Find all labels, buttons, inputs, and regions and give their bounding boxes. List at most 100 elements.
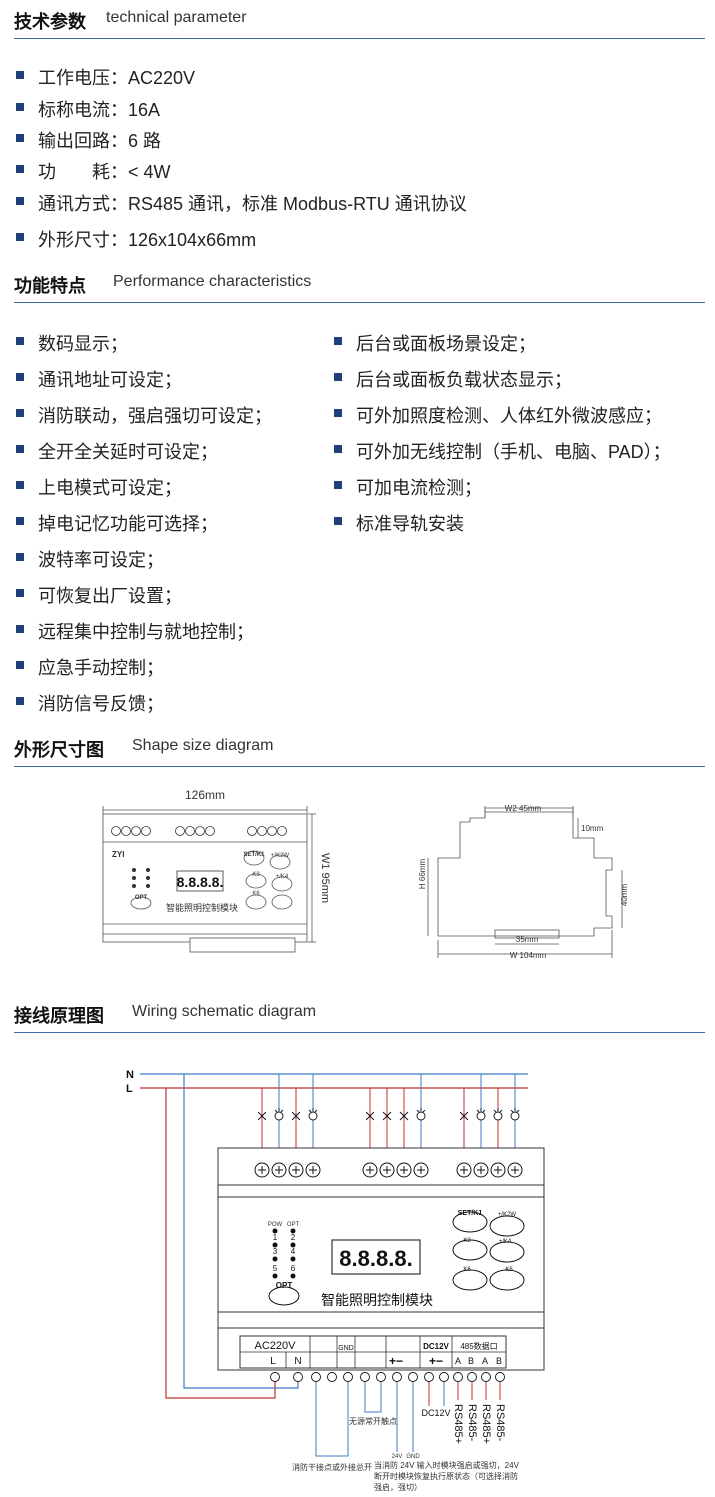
dim-w: W 104mm	[510, 951, 547, 960]
svg-text:+−: +−	[429, 1354, 443, 1368]
section-title-en: technical parameter	[106, 9, 247, 26]
num-label: 2	[291, 1233, 296, 1242]
dim-h: H 66mm	[418, 859, 427, 890]
num-label: 5	[273, 1264, 278, 1273]
rs485-label: RS485-	[494, 1404, 506, 1442]
opt-small-label: OPT	[287, 1222, 300, 1228]
spec-item: 工作电压：AC220V	[15, 64, 195, 90]
feature-item: 后台或面板场景设定；	[334, 330, 536, 356]
dim-w2: W2 45mm	[505, 804, 542, 813]
ab-label: B	[468, 1356, 474, 1366]
shape-size-diagram: 126mm W1 95mm ZYI 8.8.8.8. 智能照明控制模块 SET/…	[102, 788, 629, 960]
btn-k2w-label: +/K2W	[271, 853, 290, 859]
dim-width-label: 126mm	[185, 788, 225, 802]
dim-40mm: 40mm	[620, 884, 629, 907]
module-body	[217, 1147, 545, 1371]
feature-item: 标准导轨安装	[334, 510, 464, 536]
feature-item: 消防联动，强启强切可设定；	[16, 402, 272, 428]
fire-24v-note: 强启，强切）	[374, 1482, 422, 1492]
section-title-en: Performance characteristics	[113, 273, 312, 290]
btn-k2w-label: +/K2W	[498, 1212, 517, 1218]
spec-item: 通讯方式：RS485 通讯，标准 Modbus-RTU 通讯协议	[16, 190, 467, 216]
module-name: 智能照明控制模块	[321, 1292, 433, 1308]
rs485-port-label: 485数据口	[460, 1341, 497, 1351]
rs485-label: RS485-	[466, 1404, 478, 1442]
side-view	[427, 806, 623, 958]
btn-k3-label: K3	[252, 872, 260, 878]
feature-item: 通讯地址可设定；	[16, 366, 182, 392]
gnd-small-label: GND	[406, 1454, 420, 1460]
feature-item: 可加电流检测；	[334, 474, 482, 500]
spec-item: 标称电流：16A	[15, 96, 160, 122]
section-header-tech: 技术参数 technical parameter	[14, 8, 705, 39]
feature-item: 应急手动控制；	[16, 654, 164, 680]
spec-item: 输出回路：6 路	[15, 127, 161, 153]
num-label: 3	[273, 1247, 278, 1256]
feature-item: 波特率可设定；	[16, 546, 164, 572]
section-title-cn: 技术参数	[14, 12, 86, 32]
rs485-label: RS485+	[452, 1404, 464, 1444]
pow-label: POW	[268, 1222, 283, 1228]
fire-24v-note: 当消防 24V 输入时模块强启或强切，24V	[374, 1460, 520, 1470]
fire-24v-note: 断开时模块恢复执行原状态（可选择消防	[374, 1471, 518, 1481]
section-title-cn: 功能特点	[14, 276, 86, 296]
num-label: 4	[291, 1247, 296, 1256]
dc12v-wire-label: DC12V	[421, 1408, 450, 1418]
device-name: 智能照明控制模块	[166, 902, 238, 913]
feature-item: 全开全关延时可设定；	[16, 438, 218, 464]
feature-item: 后台或面板负载状态显示；	[334, 366, 572, 392]
feature-item: 可外加无线控制（手机、电脑、PAD）；	[334, 438, 671, 464]
dim-height-label: W1 95mm	[319, 853, 331, 903]
section-header-wiring: 接线原理图 Wiring schematic diagram	[14, 1002, 705, 1033]
feature-item: 可恢复出厂设置；	[16, 582, 182, 608]
section-header-perf: 功能特点 Performance characteristics	[14, 272, 705, 303]
wiring-diagram: N L	[126, 1069, 545, 1492]
num-label: 6	[291, 1264, 296, 1273]
ab-label: B	[496, 1356, 502, 1366]
section-title-cn: 外形尺寸图	[14, 740, 104, 760]
btn-opt-label: OPT	[135, 895, 148, 901]
bus-l-label: L	[126, 1083, 133, 1095]
section-header-shape: 外形尺寸图 Shape size diagram	[14, 736, 705, 767]
feature-item: 消防信号反馈；	[16, 690, 164, 716]
btn-k6b-label: K6	[505, 1267, 513, 1273]
section-title-cn: 接线原理图	[14, 1006, 104, 1026]
section-title-en: Shape size diagram	[132, 737, 274, 754]
ab-label: A	[482, 1356, 488, 1366]
feature-item: 远程集中控制与就地控制；	[16, 618, 254, 644]
ac220v-label: AC220V	[255, 1340, 297, 1352]
display-digits: 8.8.8.8.	[177, 874, 224, 890]
btn-set-label: SET/K1	[243, 852, 265, 858]
fire-contact-note: 消防干接点或外接总开	[292, 1462, 372, 1472]
bus-n-label: N	[126, 1069, 134, 1081]
dry-contact-note: 无源常开触点	[349, 1416, 397, 1426]
btn-set-label: SET/K1	[458, 1210, 483, 1217]
opt-label: OPT	[276, 1281, 293, 1290]
spec-item: 外形尺寸：126x104x66mm	[15, 226, 256, 252]
num-label: 1	[273, 1233, 278, 1242]
dim-35mm: 35mm	[516, 935, 539, 944]
v24-label: 24V	[392, 1454, 403, 1460]
front-view	[102, 806, 316, 953]
feature-item: 可外加照度检测、人体红外微波感应；	[334, 402, 662, 428]
btn-k4-label: +/K4	[499, 1239, 512, 1245]
display-digits: 8.8.8.8.	[339, 1246, 412, 1271]
btn-k4-label: +/K4	[276, 874, 289, 880]
ab-label: A	[455, 1356, 461, 1366]
btn-k6-label: K6	[252, 891, 260, 897]
rs485-label: RS485+	[480, 1404, 492, 1444]
section-title-en: Wiring schematic diagram	[132, 1003, 317, 1020]
feature-item: 掉电记忆功能可选择；	[16, 510, 218, 536]
dc12v-label: DC12V	[423, 1342, 449, 1351]
feature-item: 数码显示；	[16, 330, 128, 356]
ac-n-label: N	[294, 1356, 301, 1367]
btn-k6-label: K6	[463, 1267, 471, 1273]
spec-item: 功 耗：< 4W	[16, 158, 171, 184]
brand-logo: ZYI	[112, 850, 124, 859]
ac-l-label: L	[270, 1356, 276, 1367]
dim-10mm: 10mm	[581, 824, 604, 833]
gnd-label: GND	[338, 1345, 354, 1352]
btn-k3-label: K3	[463, 1238, 471, 1244]
feature-item: 上电模式可设定；	[16, 474, 182, 500]
svg-text:+−: +−	[389, 1354, 403, 1368]
